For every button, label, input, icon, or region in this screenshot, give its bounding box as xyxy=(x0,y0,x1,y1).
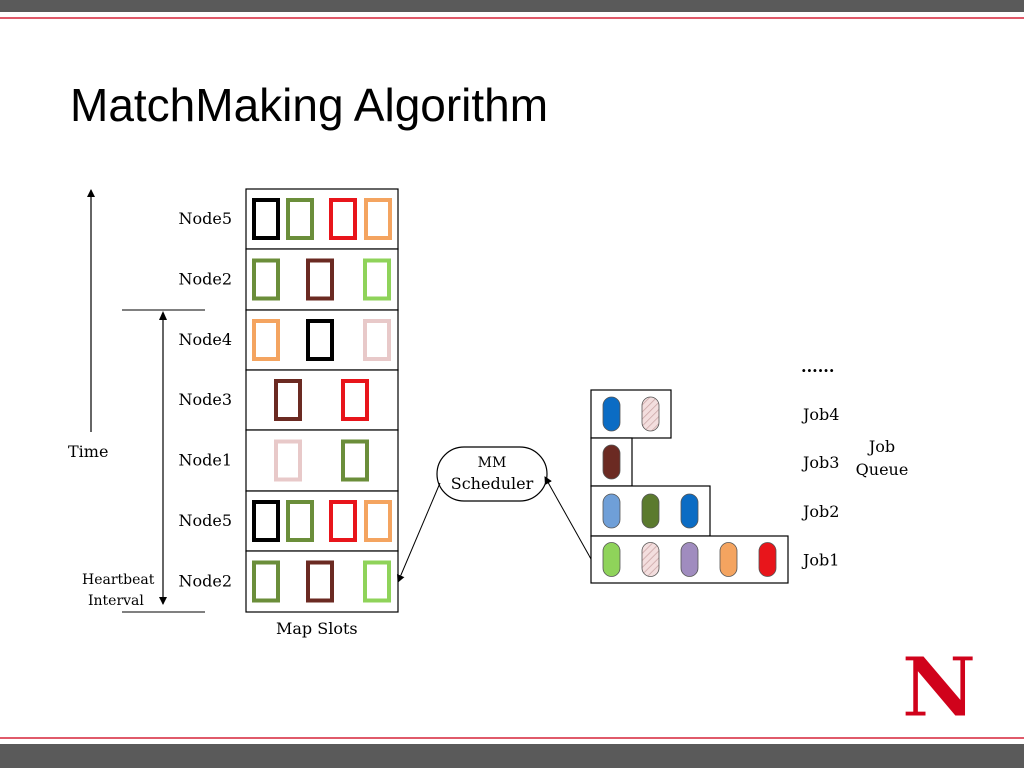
job-queue-label-line2: Queue xyxy=(856,460,909,479)
heartbeat-up-arrowhead xyxy=(159,311,167,320)
mm-scheduler-label-line1: MM xyxy=(478,455,507,471)
map-slot-black xyxy=(306,319,334,361)
task-purple xyxy=(680,542,699,577)
task-pink xyxy=(641,542,660,577)
node-label: Node4 xyxy=(178,330,232,349)
map-slot-red xyxy=(329,500,357,542)
map-slot-green xyxy=(286,500,314,542)
bottom-bar xyxy=(0,744,1024,768)
task-red xyxy=(758,542,777,577)
university-logo: N xyxy=(901,640,977,737)
time-label: Time xyxy=(68,442,108,461)
task-pink xyxy=(641,396,660,432)
map-slot-red xyxy=(341,379,369,421)
mm-scheduler xyxy=(436,446,548,502)
node-label: Node5 xyxy=(178,209,232,228)
map-slot-green xyxy=(341,439,369,482)
job-label: Job2 xyxy=(801,502,839,521)
heartbeat-label-line2: Interval xyxy=(88,593,144,609)
map-slot-pink xyxy=(363,319,391,361)
map-slot-light-green xyxy=(363,560,391,603)
node-label: Node1 xyxy=(178,451,232,470)
slide-title: MatchMaking Algorithm xyxy=(70,79,549,131)
map-slot-orange xyxy=(252,319,280,361)
node-row xyxy=(245,248,399,311)
node-row xyxy=(245,429,399,492)
task-orange xyxy=(719,542,738,577)
task-light-blue xyxy=(602,493,621,529)
top-accent-line xyxy=(0,17,1024,19)
job-label: Job4 xyxy=(801,405,839,424)
task-blue xyxy=(602,396,621,432)
job-queue-label-line1: Job xyxy=(867,437,895,456)
node-label: Node2 xyxy=(178,270,232,289)
node-row xyxy=(245,550,399,613)
map-slot-orange xyxy=(364,500,392,542)
map-slot-green xyxy=(252,560,280,603)
map-slots-label: Map Slots xyxy=(276,619,358,638)
scheduler-to-node-arrow xyxy=(397,482,441,583)
task-dark-green xyxy=(641,493,660,529)
map-slot-light-green xyxy=(363,258,391,301)
node-label: Node3 xyxy=(178,390,232,409)
mm-scheduler-label-line2: Scheduler xyxy=(451,474,534,493)
node-row xyxy=(245,369,399,431)
map-slot-maroon xyxy=(306,560,334,603)
map-slot-black xyxy=(252,198,280,240)
queue-ellipsis: ...... xyxy=(801,357,834,376)
job-label: Job3 xyxy=(801,453,839,472)
map-slot-green xyxy=(252,258,280,301)
map-slot-pink xyxy=(274,439,302,482)
heartbeat-label-line1: Heartbeat xyxy=(82,572,155,588)
node-label: Node2 xyxy=(178,572,232,591)
map-slot-red xyxy=(329,198,357,240)
job-label: Job1 xyxy=(801,551,839,570)
map-slot-maroon xyxy=(306,258,334,301)
top-bar xyxy=(0,0,1024,12)
task-blue xyxy=(680,493,699,529)
map-slot-orange xyxy=(364,198,392,240)
task-maroon xyxy=(602,444,621,480)
map-slot-maroon xyxy=(274,379,302,421)
logo-letter: N xyxy=(902,640,977,736)
node-label: Node5 xyxy=(178,511,232,530)
bottom-accent-line xyxy=(0,737,1024,739)
map-slot-green xyxy=(286,198,314,240)
map-slot-black xyxy=(252,500,280,542)
task-light-green xyxy=(602,542,621,577)
queue-to-scheduler-arrow xyxy=(544,476,592,560)
